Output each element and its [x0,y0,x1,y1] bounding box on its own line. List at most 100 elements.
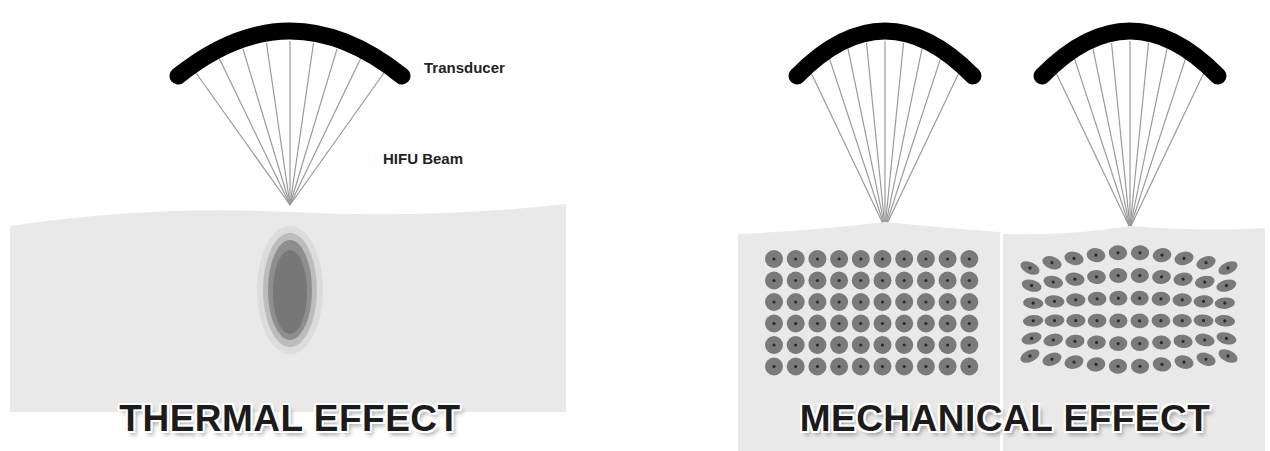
cell-nucleus [816,257,819,260]
cell [787,336,805,354]
cell-nucleus [1031,301,1034,304]
cell-body [765,250,783,268]
cell-nucleus [1138,274,1141,277]
cell-body [808,315,826,333]
beam-line [1130,73,1204,228]
cell [1020,330,1043,346]
cell [960,358,978,376]
cell [874,358,892,376]
thermal-focus [273,250,307,334]
beam-line [243,49,290,205]
cell-body [1042,332,1064,348]
beam-line [1056,73,1130,228]
cell [830,250,848,268]
cell-body [1087,269,1107,285]
beam-line [885,59,940,228]
cell-body [917,272,935,290]
cell [1195,350,1218,368]
cell-nucleus [1117,319,1120,322]
cell [765,272,783,290]
cell-body [917,336,935,354]
cell-body [808,250,826,268]
cell-body [1088,313,1107,328]
cell-body [765,336,783,354]
cell-nucleus [881,300,884,303]
cell-body [1023,314,1044,327]
cell-body [895,336,913,354]
cell-body [939,293,957,311]
cell-body [1214,297,1235,310]
cell-body [1131,336,1150,351]
cell-nucleus [859,300,862,303]
cell [1173,333,1194,349]
cell-nucleus [859,279,862,282]
cell [787,272,805,290]
cell-body [960,293,978,311]
cell-body [895,293,913,311]
cell [874,336,892,354]
cell [1109,358,1128,374]
beam-line [885,73,959,228]
cell-nucleus [903,279,906,282]
cell-nucleus [1051,338,1055,342]
cell-nucleus [1182,256,1186,260]
cell [1044,295,1065,309]
cell-nucleus [1117,342,1120,345]
beam-line [848,49,885,228]
cell [1214,297,1235,310]
cell [939,250,957,268]
cell-body [1130,291,1148,306]
cell-nucleus [1095,319,1098,322]
cell-body [1064,333,1085,349]
cell [1152,335,1172,351]
cell [1130,291,1148,306]
cell-body [1042,274,1064,290]
cell [939,315,957,333]
cell [1131,336,1150,351]
cell-body [765,272,783,290]
thermal-focus [257,226,323,354]
cell-nucleus [1204,261,1208,265]
cell-body [1151,292,1170,307]
effect-title: MECHANICAL EFFECT [800,398,1211,440]
cell-body [1023,297,1044,310]
cell-body [960,250,978,268]
cell-body [1131,268,1150,283]
cell [1172,314,1192,328]
cell-body [830,315,848,333]
transducer [1042,31,1218,76]
beam-line [811,73,885,228]
cell-nucleus [772,343,775,346]
cell-nucleus [772,365,775,368]
cell [830,293,848,311]
cell [1087,269,1107,285]
cell [1152,247,1173,264]
cell-body [1152,269,1172,285]
cell-nucleus [1028,354,1032,358]
cell [917,250,935,268]
cell [874,272,892,290]
cell-body [917,250,935,268]
cell-nucleus [838,279,841,282]
cell-body [917,358,935,376]
cell-nucleus [1138,319,1141,322]
cell-body [917,315,935,333]
cell [787,315,805,333]
cell-nucleus [946,279,949,282]
tissue [10,204,566,412]
thermal-focus [263,233,317,347]
cell-body [1041,350,1064,368]
beam-line [1130,59,1185,228]
cell [830,272,848,290]
cell-body [960,315,978,333]
cell [874,250,892,268]
cell-body [1109,358,1128,374]
cell-nucleus [1095,297,1098,300]
cell [808,336,826,354]
cell-nucleus [1182,360,1186,364]
tissue-cells [765,245,1240,376]
cell-nucleus [816,300,819,303]
cell [787,358,805,376]
cell-nucleus [968,365,971,368]
cell [917,336,935,354]
